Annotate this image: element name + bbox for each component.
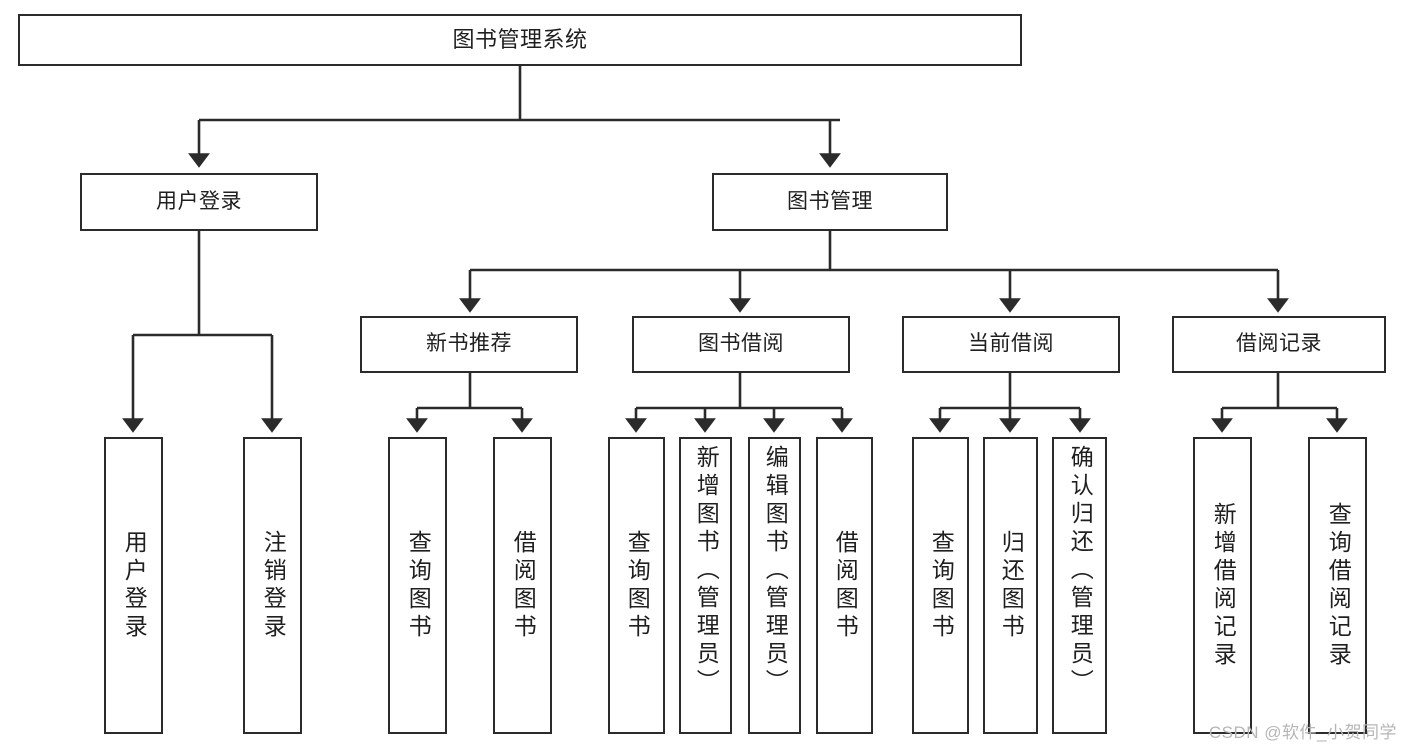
leaf-add-borrow-record[interactable]: 新增借阅记录 <box>1193 437 1252 734</box>
leaf-query-book-current[interactable]: 查询图书 <box>912 437 969 734</box>
node-label: 编辑图书（管理员） <box>762 445 789 697</box>
node-label: 查询图书 <box>928 529 955 642</box>
node-label: 归还图书 <box>998 529 1025 642</box>
node-new-book-recommendation[interactable]: 新书推荐 <box>360 316 578 373</box>
node-current-borrowing[interactable]: 当前借阅 <box>902 316 1120 373</box>
leaf-borrow-book-newbook[interactable]: 借阅图书 <box>493 437 552 734</box>
node-label: 借阅图书 <box>832 529 859 642</box>
node-label: 图书借阅 <box>698 332 784 356</box>
leaf-user-login[interactable]: 用户登录 <box>104 437 163 734</box>
node-label: 查询图书 <box>624 529 651 642</box>
leaf-confirm-return-admin[interactable]: 确认归还（管理员） <box>1052 437 1107 734</box>
leaf-borrow-book[interactable]: 借阅图书 <box>816 437 873 734</box>
node-label: 用户登录 <box>121 529 148 642</box>
node-borrowing-record[interactable]: 借阅记录 <box>1172 316 1386 373</box>
leaf-return-book[interactable]: 归还图书 <box>983 437 1038 734</box>
node-label: 图书管理 <box>787 189 873 213</box>
node-label: 借阅图书 <box>510 529 537 642</box>
node-book-borrowing[interactable]: 图书借阅 <box>632 316 850 373</box>
node-book-management[interactable]: 图书管理 <box>712 173 948 231</box>
node-label: 查询图书 <box>405 529 432 642</box>
leaf-query-book-borrow[interactable]: 查询图书 <box>608 437 665 734</box>
leaf-edit-book-admin[interactable]: 编辑图书（管理员） <box>748 437 801 734</box>
node-label: 注销登录 <box>260 529 287 642</box>
watermark: CSDN @软件_小贺同学 <box>1208 723 1397 742</box>
node-user-login[interactable]: 用户登录 <box>80 173 318 231</box>
leaf-query-borrow-record[interactable]: 查询借阅记录 <box>1308 437 1367 734</box>
node-label: 图书管理系统 <box>452 26 588 52</box>
node-label: 借阅记录 <box>1236 332 1322 356</box>
node-label: 新增借阅记录 <box>1210 501 1237 670</box>
leaf-logout[interactable]: 注销登录 <box>243 437 302 734</box>
node-label: 新增图书（管理员） <box>693 445 720 697</box>
node-root-book-management-system[interactable]: 图书管理系统 <box>18 14 1022 66</box>
node-label: 用户登录 <box>156 189 242 213</box>
node-label: 新书推荐 <box>426 332 512 356</box>
node-label: 当前借阅 <box>968 332 1054 356</box>
node-label: 查询借阅记录 <box>1325 501 1352 670</box>
leaf-add-book-admin[interactable]: 新增图书（管理员） <box>679 437 732 734</box>
leaf-query-book-newbook[interactable]: 查询图书 <box>388 437 447 734</box>
node-label: 确认归还（管理员） <box>1067 445 1094 697</box>
